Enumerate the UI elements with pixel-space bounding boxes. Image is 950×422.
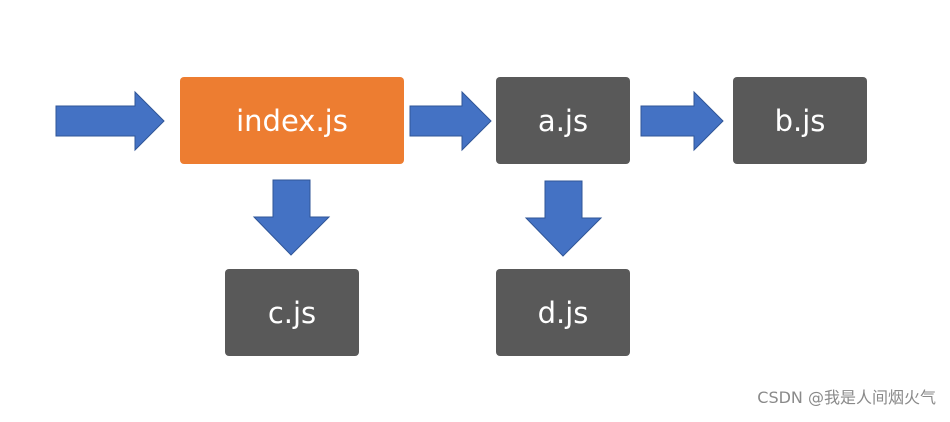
node-d-js-label: d.js: [537, 295, 589, 330]
a-to-d-arrow-icon: [524, 180, 603, 257]
index-to-a-arrow-icon: [409, 90, 492, 152]
entry-arrow-icon: [55, 90, 165, 152]
index-to-c-arrow-icon: [252, 179, 331, 256]
node-c-js-label: c.js: [267, 295, 317, 330]
a-to-b-arrow-icon: [640, 90, 724, 152]
node-c-js: c.js: [225, 269, 359, 356]
node-a-js-label: a.js: [537, 103, 589, 138]
watermark-text: CSDN @我是人间烟火气: [757, 388, 936, 407]
node-a-js: a.js: [496, 77, 630, 164]
node-d-js: d.js: [496, 269, 630, 356]
node-b-js: b.js: [733, 77, 867, 164]
node-index-js-label: index.js: [236, 103, 348, 138]
node-index-js: index.js: [180, 77, 404, 164]
node-b-js-label: b.js: [774, 103, 826, 138]
